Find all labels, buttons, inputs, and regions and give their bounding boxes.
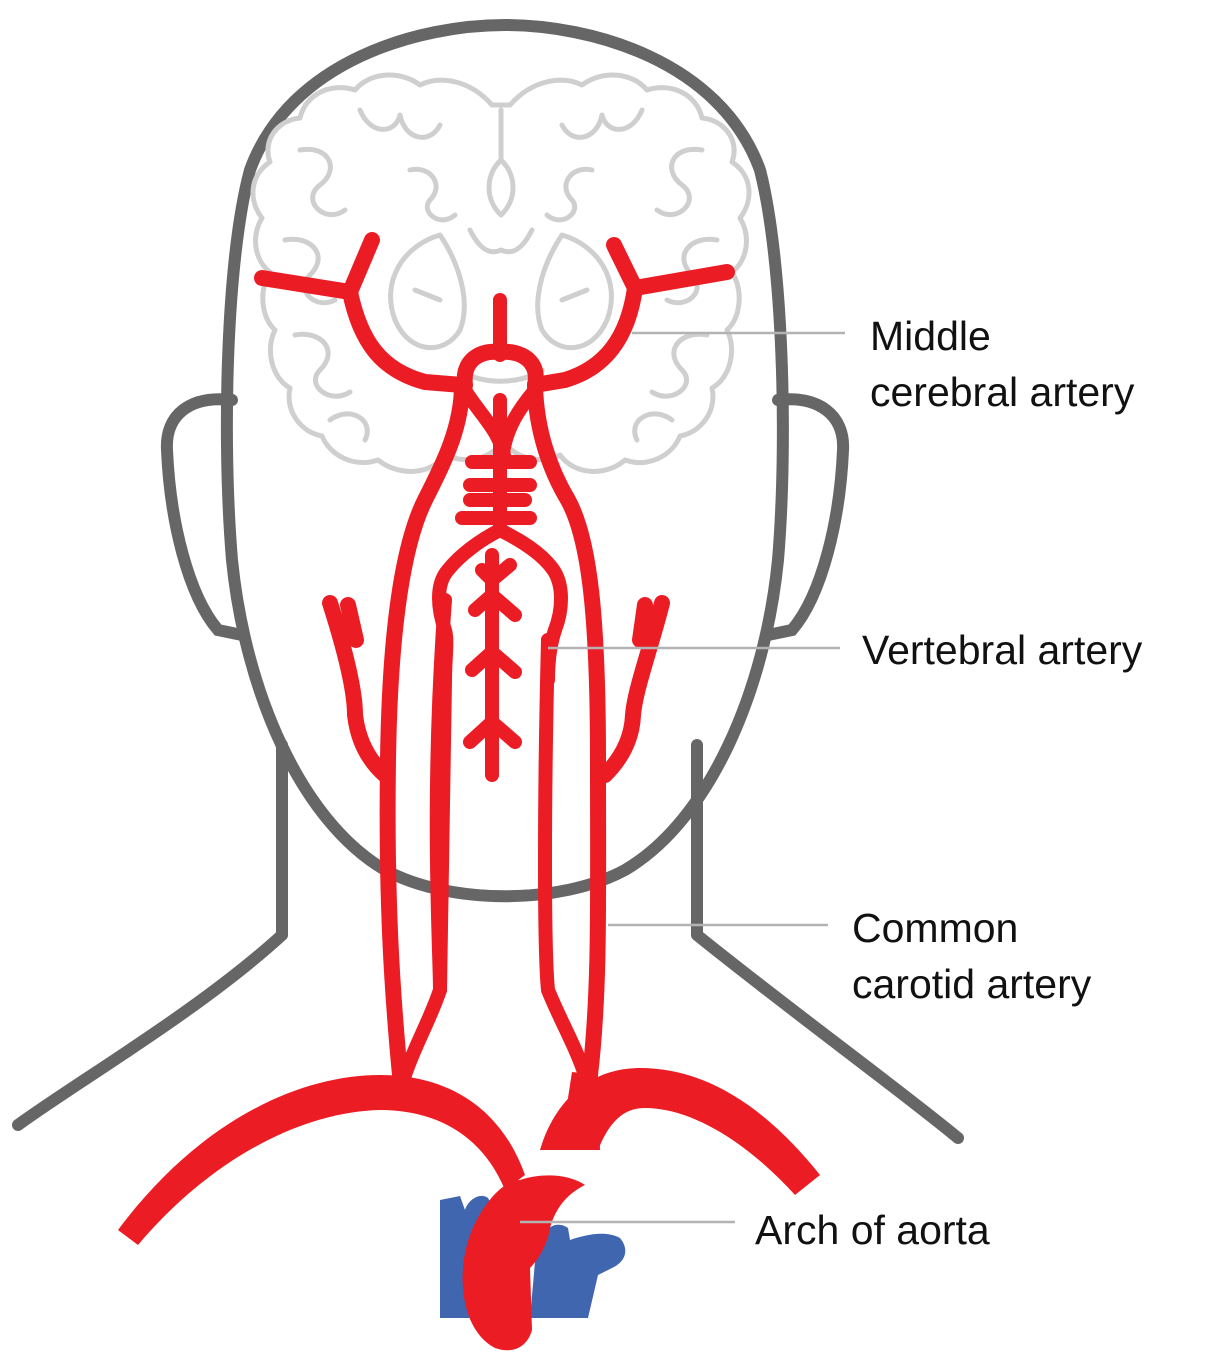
brachiocephalic-trunk: [560, 1072, 600, 1150]
label-middle-cerebral-line2: cerebral artery: [870, 364, 1134, 420]
middle-cerebral-artery-right: [535, 245, 727, 385]
brain-midline: [489, 110, 513, 215]
middle-cerebral-artery-left: [262, 240, 462, 385]
label-middle-cerebral-artery: Middle cerebral artery: [870, 308, 1134, 420]
label-common-carotid-line2: carotid artery: [852, 956, 1091, 1012]
external-carotid-right: [605, 603, 662, 775]
brain-deep-right: [538, 235, 612, 348]
label-vertebral-artery: Vertebral artery: [862, 622, 1142, 678]
arteries: [262, 240, 727, 1075]
label-common-carotid-line1: Common: [852, 900, 1091, 956]
neck-left-shoulder: [18, 745, 282, 1125]
external-carotid-left: [330, 603, 385, 775]
label-arch-of-aorta-line1: Arch of aorta: [755, 1202, 990, 1258]
label-common-carotid-artery: Common carotid artery: [852, 900, 1091, 1012]
anterior-spinal-artery: [470, 555, 515, 775]
label-vertebral-line1: Vertebral artery: [862, 622, 1142, 678]
aorta-group: [118, 1068, 820, 1350]
label-middle-cerebral-line1: Middle: [870, 308, 1134, 364]
brain-deep-left: [391, 235, 465, 348]
label-arch-of-aorta: Arch of aorta: [755, 1202, 990, 1258]
brain-gyri-left: [285, 110, 455, 440]
